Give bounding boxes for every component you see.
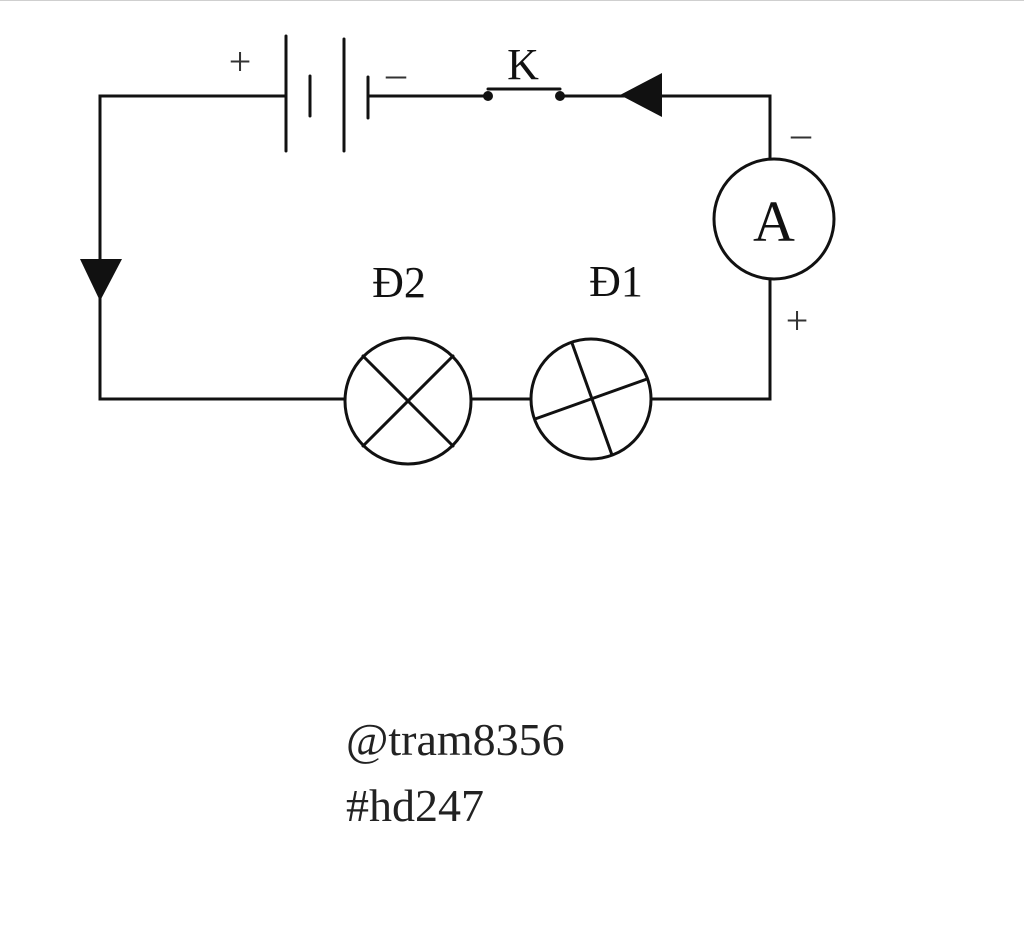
lamp-d2-cross-2 (361, 354, 455, 448)
lamp-d2-symbol (343, 336, 473, 466)
lamp-d1-symbol (529, 337, 653, 461)
current-arrow-top (620, 73, 662, 117)
circuit-wires (98, 94, 772, 401)
ammeter-label: A (753, 189, 795, 254)
current-arrow-left (80, 259, 122, 301)
lamp-d1-circle (529, 337, 653, 461)
lamp-d2-label: Đ2 (372, 258, 426, 307)
ammeter-plus-label: + (786, 298, 809, 343)
wire-switch-to-ammeter (558, 94, 772, 161)
switch-contact-left (483, 91, 493, 101)
hashtag: #hd247 (346, 780, 484, 831)
switch-k-symbol (483, 87, 565, 101)
wire-ammeter-to-lamp1 (650, 277, 772, 401)
lamp-d2-circle (343, 336, 473, 466)
author-handle: @tram8356 (346, 714, 565, 765)
switch-contact-right (555, 91, 565, 101)
wire-top-left (98, 94, 347, 401)
switch-label: K (507, 40, 539, 89)
battery-minus-label: – (385, 51, 407, 96)
lamp-d1-cross-2 (570, 341, 614, 457)
ammeter-symbol: A (712, 157, 836, 281)
battery-symbol (284, 34, 370, 153)
battery-plus-label: + (229, 39, 252, 84)
ammeter-minus-label: – (790, 111, 812, 156)
lamp-d1-label: Đ1 (589, 257, 643, 306)
ammeter-circle (712, 157, 836, 281)
